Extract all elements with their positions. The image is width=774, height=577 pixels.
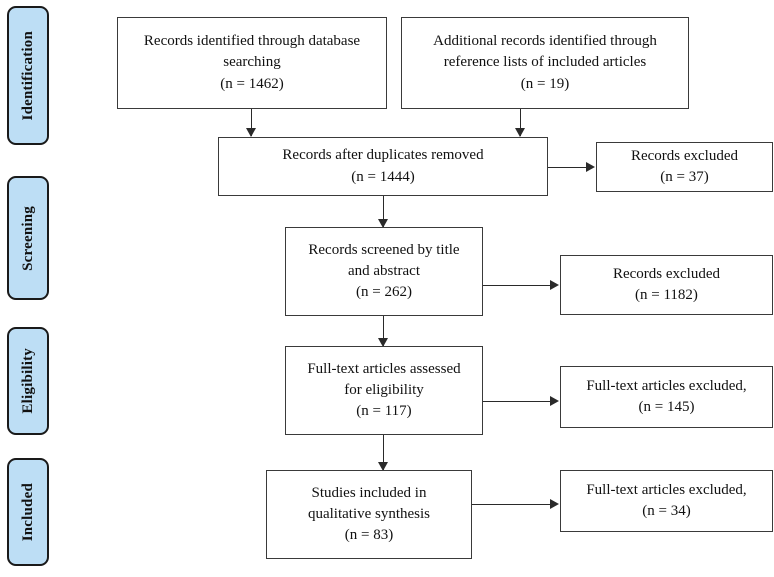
stage-pill-included: Included — [7, 458, 49, 566]
box-excluded-duplicates: Records excluded (n = 37) — [596, 142, 773, 192]
box-database-records: Records identified through database sear… — [117, 17, 387, 109]
arrowhead-additional-to-duplicates — [515, 128, 525, 137]
box-excluded-screening: Records excluded (n = 1182) — [560, 255, 773, 315]
box-excluded-duplicates-text: Records excluded (n = 37) — [630, 147, 739, 185]
box-fulltext-assessed: Full-text articles assessed for eligibil… — [285, 346, 483, 435]
connector-fulltext-to-included — [383, 435, 384, 470]
arrowhead-fulltext-to-excluded — [550, 396, 559, 406]
arrowhead-duplicates-to-screened — [378, 219, 388, 228]
connector-screened-to-fulltext — [383, 316, 384, 346]
box-additional-records: Additional records identified through re… — [401, 17, 689, 109]
connector-additional-to-duplicates — [520, 109, 521, 136]
box-additional-records-text: Additional records identified through re… — [433, 33, 657, 92]
connector-fulltext-to-excluded — [483, 401, 551, 402]
stage-label-identification: Identification — [19, 30, 36, 121]
box-excluded-eligibility: Full-text articles excluded, (n = 145) — [560, 366, 773, 428]
arrowhead-database-to-duplicates — [246, 128, 256, 137]
connector-screened-to-excluded — [483, 285, 551, 286]
stage-label-screening: Screening — [19, 205, 36, 271]
connector-duplicates-to-screened — [383, 196, 384, 227]
box-studies-included-text: Studies included in qualitative synthesi… — [307, 484, 431, 544]
box-excluded-included-text: Full-text articles excluded, (n = 34) — [586, 481, 747, 519]
box-database-records-text: Records identified through database sear… — [143, 33, 361, 92]
stage-label-eligibility: Eligibility — [19, 348, 36, 414]
stage-pill-eligibility: Eligibility — [7, 327, 49, 435]
arrowhead-screened-to-fulltext — [378, 338, 388, 347]
connector-database-to-duplicates — [251, 109, 252, 136]
connector-included-to-excluded — [472, 504, 551, 505]
connector-duplicates-to-excluded — [548, 167, 587, 168]
arrowhead-fulltext-to-included — [378, 462, 388, 471]
box-excluded-included: Full-text articles excluded, (n = 34) — [560, 470, 773, 532]
box-after-duplicates-text: Records after duplicates removed (n = 14… — [282, 147, 484, 185]
box-after-duplicates: Records after duplicates removed (n = 14… — [218, 137, 548, 196]
box-fulltext-assessed-text: Full-text articles assessed for eligibil… — [307, 360, 461, 420]
box-excluded-eligibility-text: Full-text articles excluded, (n = 145) — [586, 377, 747, 415]
box-records-screened-text: Records screened by title and abstract (… — [308, 241, 460, 301]
box-excluded-screening-text: Records excluded (n = 1182) — [612, 265, 721, 303]
box-records-screened: Records screened by title and abstract (… — [285, 227, 483, 316]
arrowhead-included-to-excluded — [550, 499, 559, 509]
stage-label-included: Included — [19, 482, 36, 542]
arrowhead-screened-to-excluded — [550, 280, 559, 290]
box-studies-included: Studies included in qualitative synthesi… — [266, 470, 472, 559]
arrowhead-duplicates-to-excluded — [586, 162, 595, 172]
stage-pill-identification: Identification — [7, 6, 49, 145]
stage-pill-screening: Screening — [7, 176, 49, 300]
